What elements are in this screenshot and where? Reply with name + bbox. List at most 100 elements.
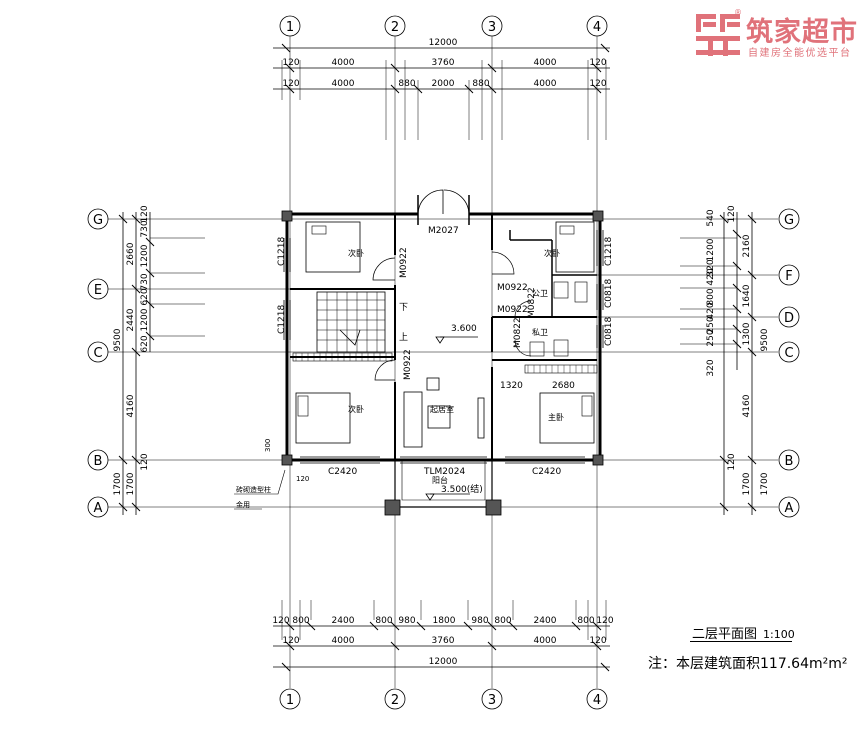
dim-right-outer-0: 9500 xyxy=(760,328,770,351)
label-m0822: M0822 xyxy=(527,287,537,318)
dim-right-in-3: 420 xyxy=(706,268,716,285)
label-m0822-b: M0822 xyxy=(513,317,523,348)
axis-col-1-top: 1 xyxy=(286,20,294,35)
dim-left-in-2: 730 xyxy=(140,273,150,290)
registered-mark: ® xyxy=(734,8,742,17)
axis-row-f-right: F xyxy=(785,269,792,284)
dim-left-mid-2: 4160 xyxy=(126,394,136,417)
label-m0922-a: M0922 xyxy=(399,247,409,278)
room-public-bath: 公卫 xyxy=(532,289,548,298)
axis-row-e-left: E xyxy=(94,283,102,298)
axis-col-2-top: 2 xyxy=(391,20,399,35)
axis-col-4-top: 4 xyxy=(593,20,601,35)
dim-bot-r2-4: 120 xyxy=(589,636,606,646)
dim-top-r1-3: 4000 xyxy=(534,58,557,68)
dim-bot-total: 12000 xyxy=(429,657,458,667)
room-bedroom-ne: 次卧 xyxy=(544,248,560,258)
label-small-300: 300 xyxy=(264,439,272,452)
label-dim-1320: 1320 xyxy=(500,381,523,391)
dim-right-in-1: 120 xyxy=(727,205,737,222)
dim-left-outer-1: 1700 xyxy=(113,472,123,495)
dim-right-in-5: 800 xyxy=(706,288,716,305)
dim-right-mid-3: 4160 xyxy=(742,394,752,417)
room-master: 主卧 xyxy=(548,412,564,422)
dim-top-total: 12000 xyxy=(429,38,458,48)
brand-logo: ® 筑家超市 自建房全能优选平台 xyxy=(696,8,861,60)
label-small-120: 120 xyxy=(296,475,309,483)
dim-top-r2-1: 4000 xyxy=(332,79,355,89)
dim-top-r2-2: 880 xyxy=(398,79,415,89)
label-deco-column: 砖砌造型柱 xyxy=(236,485,271,494)
label-c2420-b: C2420 xyxy=(532,467,561,477)
label-c0818-b: C0818 xyxy=(604,317,614,346)
room-bedroom-nw: 次卧 xyxy=(348,248,364,258)
logo-mark-icon xyxy=(696,14,740,56)
dim-right-in-6: 420 xyxy=(706,302,716,319)
dim-right-in-2: 1200 xyxy=(706,238,716,261)
room-balcony: 阳台 xyxy=(432,475,448,485)
room-living: 起居室 xyxy=(430,404,454,414)
dim-bot-r1-7: 800 xyxy=(494,616,511,626)
axis-col-1-bottom: 1 xyxy=(286,693,294,708)
area-note-prefix: 注：本层建筑面积 xyxy=(648,656,760,672)
logo-name: 筑家超市 xyxy=(746,17,858,48)
axis-row-a-right: A xyxy=(785,501,794,516)
axis-row-d-right: D xyxy=(784,311,794,326)
room-bedroom-sw: 次卧 xyxy=(348,404,364,414)
axis-row-c-left: C xyxy=(93,346,102,361)
label-elev-balcony: 3.500(结) xyxy=(441,483,483,495)
label-stair-down: 下 xyxy=(399,303,408,313)
dim-right-in-8: 250 xyxy=(706,329,716,346)
dim-top-r2-4: 880 xyxy=(472,79,489,89)
dim-bot-r1-4: 980 xyxy=(398,616,415,626)
room-private-bath: 私卫 xyxy=(532,328,548,337)
dim-left-in-0: 730 xyxy=(140,220,150,237)
axis-row-g-right: G xyxy=(784,213,794,228)
dim-bot-r1-3: 800 xyxy=(375,616,392,626)
dim-right-mid-4: 1700 xyxy=(742,472,752,495)
dim-right-in-7: 250 xyxy=(706,316,716,333)
dim-bot-r1-2: 2400 xyxy=(332,616,355,626)
label-stair-up: 上 xyxy=(399,332,408,343)
axis-col-3-top: 3 xyxy=(488,20,496,35)
dim-top-r1-1: 4000 xyxy=(332,58,355,68)
axis-row-b-right: B xyxy=(785,454,794,469)
dim-bot-r1-9: 800 xyxy=(577,616,594,626)
dim-right-mid-1: 1640 xyxy=(742,284,752,307)
dim-left-outer-0: 9500 xyxy=(113,328,123,351)
dim-top-r2-6: 120 xyxy=(589,79,606,89)
dim-left-in-4: 1200 xyxy=(140,308,150,331)
dim-right-mid-2: 1300 xyxy=(742,322,752,345)
dim-right-in-4: 320 xyxy=(706,259,716,276)
dim-top-r2-5: 4000 xyxy=(534,79,557,89)
dim-bot-r1-5: 1800 xyxy=(433,616,456,626)
dim-right-in-0: 540 xyxy=(706,209,716,226)
dim-right-mid-0: 2160 xyxy=(742,234,752,257)
dim-bot-r2-3: 4000 xyxy=(534,636,557,646)
dim-top-r1-2: 3760 xyxy=(432,58,455,68)
dim-bot-r1-1: 800 xyxy=(292,616,309,626)
label-c1218-b: C1218 xyxy=(277,305,287,334)
area-note: 注：本层建筑面积117.64m²m² xyxy=(648,653,848,673)
axis-col-2-bottom: 2 xyxy=(391,693,399,708)
dim-right-in-9: 320 xyxy=(706,359,716,376)
dim-left-in-5: 620 xyxy=(140,335,150,352)
dim-bot-r1-8: 2400 xyxy=(534,616,557,626)
dim-bot-r1-10: 120 xyxy=(596,616,613,626)
dim-top-r2-0: 120 xyxy=(282,79,299,89)
label-c0818-a: C0818 xyxy=(604,279,614,308)
axis-row-g-left: G xyxy=(93,213,103,228)
label-m0922-b: M0922 xyxy=(497,283,528,293)
label-dim-2680: 2680 xyxy=(552,381,575,391)
label-m0922-d: M0922 xyxy=(403,349,413,380)
dim-bot-r2-1: 4000 xyxy=(332,636,355,646)
area-note-value: 117.64m²m² xyxy=(760,656,848,672)
dim-left-in-1: 1200 xyxy=(140,244,150,267)
label-c1218-a: C1218 xyxy=(277,237,287,266)
label-tlm2024: TLM2024 xyxy=(423,467,465,477)
logo-tagline: 自建房全能优选平台 xyxy=(748,48,852,59)
dim-left-mid-1: 2440 xyxy=(126,308,136,331)
dim-bot-r1-0: 120 xyxy=(272,616,289,626)
label-m2027: M2027 xyxy=(428,226,459,236)
